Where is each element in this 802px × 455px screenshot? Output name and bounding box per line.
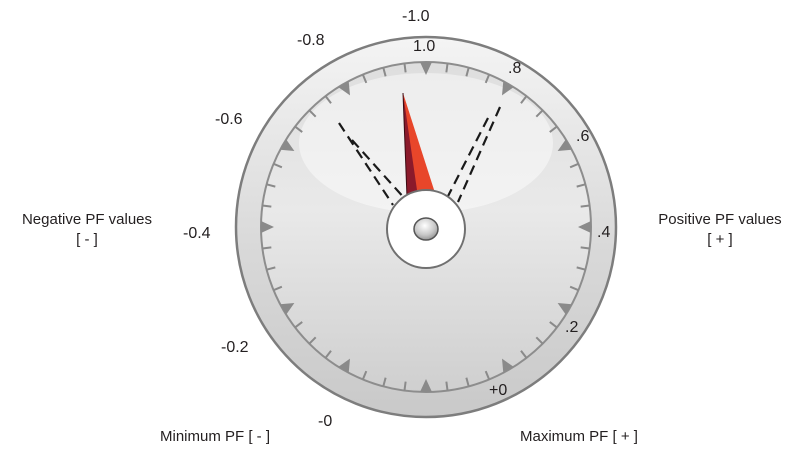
minor-tick: [465, 377, 470, 387]
tick-marks: [261, 62, 591, 392]
scale-label-1-0: 1.0: [413, 38, 435, 55]
dashed-line-left-inner: [351, 139, 407, 201]
minor-tick: [484, 74, 491, 84]
minor-tick: [484, 370, 491, 380]
scale-label-neg-0-2: -0.2: [221, 339, 249, 356]
minor-tick: [308, 109, 317, 118]
negative-pf-sign: [ - ]: [76, 231, 98, 248]
minor-tick: [382, 67, 387, 77]
scale-label-neg-0-8: -0.8: [297, 32, 325, 49]
minor-tick: [520, 95, 528, 104]
major-tick: [557, 139, 572, 151]
minor-tick: [445, 381, 449, 391]
major-tick: [338, 358, 350, 373]
dashed-range-lines: [338, 106, 502, 206]
major-tick: [280, 139, 295, 151]
scale-label-neg-0-4: -0.4: [183, 225, 211, 242]
minor-tick: [445, 63, 449, 73]
minor-tick: [580, 246, 590, 250]
minor-tick: [520, 350, 528, 359]
scale-label-0-2: .2: [565, 319, 578, 336]
negative-pf-title: Negative PF values: [21, 211, 153, 228]
minor-tick: [576, 266, 586, 271]
minor-tick: [266, 266, 276, 271]
minor-tick: [266, 183, 276, 188]
minor-tick: [549, 321, 558, 329]
minor-tick: [324, 95, 332, 104]
needle-light-half: [403, 93, 436, 197]
gauge-needle: [402, 92, 436, 198]
major-tick: [420, 62, 432, 75]
minor-tick: [580, 204, 590, 208]
maximum-pf-label: Maximum PF [ + ]: [520, 428, 638, 445]
glass-highlight: [299, 73, 553, 213]
minor-tick: [262, 246, 272, 250]
minor-tick: [294, 125, 303, 133]
major-tick: [338, 81, 350, 96]
major-tick: [502, 81, 514, 96]
dashed-line-right-outer: [456, 106, 502, 203]
negative-pf-label: Negative PF values [ - ]: [8, 210, 166, 250]
scale-label-neg-1-0: -1.0: [402, 8, 430, 25]
minor-tick: [403, 381, 407, 391]
scale-label-pos-0: +0: [489, 382, 507, 399]
minor-tick: [361, 370, 368, 380]
dashed-line-left-outer: [338, 122, 394, 206]
scale-label-neg-0: -0: [318, 413, 332, 430]
positive-pf-title: Positive PF values: [658, 211, 782, 228]
minor-tick: [403, 63, 407, 73]
minor-tick: [569, 162, 579, 169]
positive-pf-sign: [ + ]: [707, 231, 733, 248]
minor-tick: [294, 321, 303, 329]
major-tick: [557, 303, 572, 315]
scale-label-0-6: .6: [576, 128, 589, 145]
scale-label-neg-0-6: -0.6: [215, 111, 243, 128]
minor-tick: [535, 109, 544, 118]
major-tick: [502, 358, 514, 373]
minor-tick: [549, 125, 558, 133]
minimum-pf-label: Minimum PF [ - ]: [160, 428, 271, 445]
major-tick: [420, 379, 432, 392]
major-tick: [261, 221, 274, 233]
minor-tick: [382, 377, 387, 387]
scale-label-0-8: .8: [508, 60, 521, 77]
minor-tick: [361, 74, 368, 84]
hub-knob: [413, 217, 439, 241]
minor-tick: [308, 336, 317, 345]
minor-tick: [535, 336, 544, 345]
scale-label-0-4: .4: [597, 224, 610, 241]
minor-tick: [569, 285, 579, 292]
minor-tick: [465, 67, 470, 77]
minor-tick: [324, 350, 332, 359]
minor-tick: [576, 183, 586, 188]
major-tick: [578, 221, 591, 233]
minor-tick: [262, 204, 272, 208]
minor-tick: [273, 162, 283, 169]
major-tick: [280, 303, 295, 315]
positive-pf-label: Positive PF values [ + ]: [640, 210, 800, 250]
minor-tick: [273, 285, 283, 292]
